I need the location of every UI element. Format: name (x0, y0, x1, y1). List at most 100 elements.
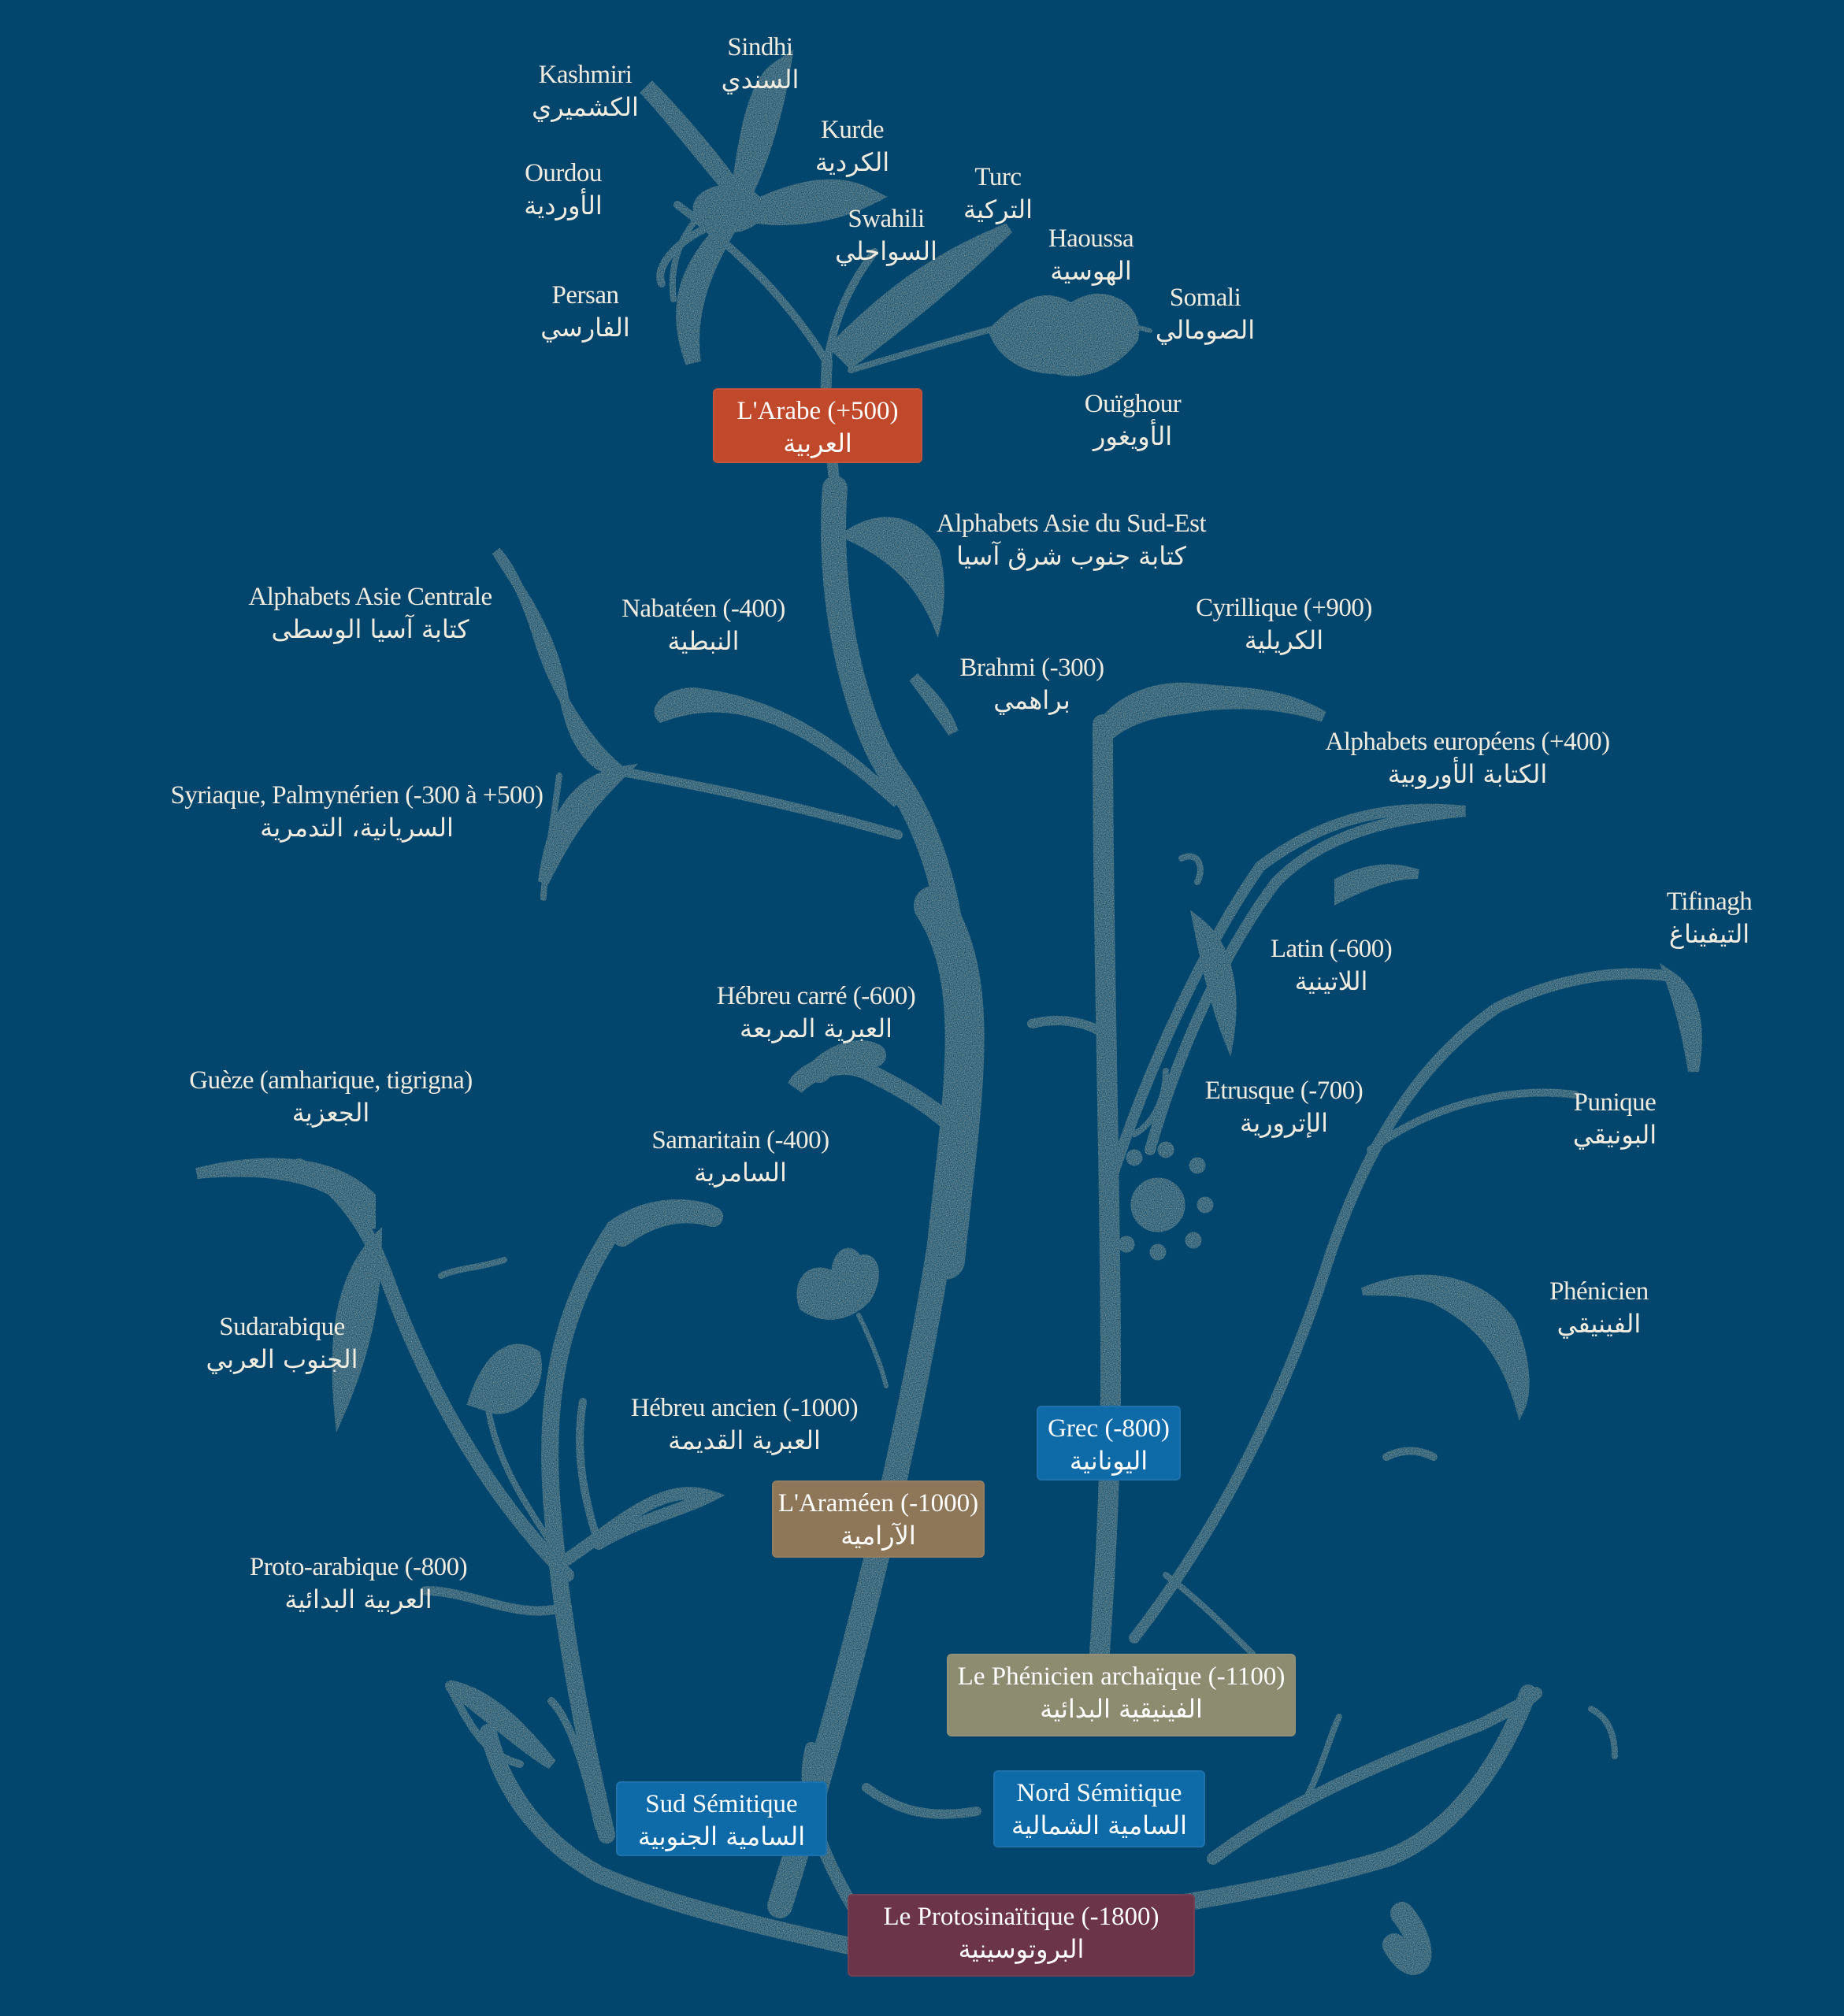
label-hebreu-ancien-ar: العبرية القديمة (668, 1425, 821, 1456)
label-tifinagh-ar: التيفيناغ (1668, 919, 1750, 950)
label-brahmi-fr: Brahmi (-300) (959, 654, 1104, 682)
south-semitic-box-ar: السامية الجنوبية (637, 1821, 806, 1852)
aramaic-box-ar: الآرامية (840, 1521, 916, 1551)
label-sindhi: Sindhi السندي (722, 32, 800, 95)
label-kurde-fr: Kurde (821, 116, 884, 144)
north-semitic-box-fr: Nord Sémitique (1016, 1779, 1182, 1807)
label-ouighour-ar: الأويغور (1093, 421, 1173, 452)
label-punique-ar: البونيقي (1572, 1120, 1657, 1151)
label-kashmiri-fr: Kashmiri (538, 61, 633, 89)
label-ourdou-fr: Ourdou (525, 159, 602, 187)
label-punique: Punique البونيقي (1573, 1087, 1657, 1151)
aramaic-box: L'Araméen (-1000) الآرامية (772, 1480, 985, 1558)
label-sudarabique: Sudarabique الجنوب العربي (206, 1311, 358, 1375)
label-swahili-fr: Swahili (848, 205, 925, 233)
archaic-phoenician-box: Le Phénicien archaïque (-1100) الفينيقية… (947, 1654, 1296, 1736)
label-samaritain-fr: Samaritain (-400) (651, 1126, 829, 1154)
label-turc-ar: التركية (963, 195, 1033, 225)
label-turc-fr: Turc (974, 163, 1022, 191)
label-hebreu-carre-ar: العبرية المربعة (740, 1014, 892, 1044)
arabic-box: L'Arabe (+500) العربية (713, 388, 922, 463)
label-syriaque: Syriaque, Palmynérien (-300 à +500) السر… (170, 780, 544, 843)
protosinaitic-box-ar: البروتوسينية (958, 1934, 1085, 1965)
label-latin: Latin (-600) اللاتينية (1270, 933, 1393, 997)
label-persan-fr: Persan (551, 281, 619, 309)
label-ourdou: Ourdou الأوردية (524, 158, 603, 221)
label-etrusque-ar: الإترورية (1240, 1108, 1328, 1139)
greek-box-ar: اليونانية (1069, 1446, 1148, 1477)
label-phenicien: Phénicien الفينيقي (1549, 1276, 1649, 1340)
north-semitic-box-ar: السامية الشمالية (1011, 1810, 1188, 1841)
label-kurde-ar: الكردية (814, 147, 890, 178)
label-brahmi: Brahmi (-300) براهمي (959, 652, 1104, 716)
label-phenicien-fr: Phénicien (1549, 1277, 1649, 1306)
label-asie-centrale-ar: كتابة آسيا الوسطى (271, 614, 469, 645)
label-nabateen-ar: النبطية (667, 626, 740, 657)
label-asie-centrale: Alphabets Asie Centrale كتابة آسيا الوسط… (248, 581, 492, 645)
label-asie-sud-est-ar: كتابة جنوب شرق آسيا (956, 541, 1186, 572)
label-asie-sud-est: Alphabets Asie du Sud-Est كتابة جنوب شرق… (936, 508, 1207, 572)
label-europeens-fr: Alphabets européens (+400) (1325, 728, 1610, 756)
aramaic-box-fr: L'Araméen (-1000) (777, 1489, 979, 1518)
label-haoussa-ar: الهوسية (1050, 256, 1132, 287)
label-europeens: Alphabets européens (+400) الكتابة الأور… (1325, 726, 1610, 790)
label-proto-arabique-fr: Proto-arabique (-800) (249, 1553, 468, 1581)
label-phenicien-ar: الفينيقي (1556, 1309, 1642, 1340)
label-kashmiri: Kashmiri الكشميري (532, 59, 639, 123)
label-ouighour: Ouïghour الأويغور (1085, 388, 1182, 452)
archaic-phoenician-box-ar: الفينيقية البدائية (1040, 1694, 1203, 1725)
greek-box: Grec (-800) اليونانية (1037, 1406, 1181, 1480)
label-brahmi-ar: براهمي (993, 685, 1070, 716)
label-hebreu-carre: Hébreu carré (-600) العبرية المربعة (717, 980, 916, 1044)
label-nabateen-fr: Nabatéen (-400) (621, 595, 785, 623)
label-syriaque-ar: السريانية، التدمرية (260, 813, 454, 843)
label-kashmiri-ar: الكشميري (532, 92, 639, 123)
label-hebreu-carre-fr: Hébreu carré (-600) (716, 982, 916, 1010)
label-swahili: Swahili السواحلي (835, 203, 937, 267)
label-europeens-ar: الكتابة الأوروبية (1387, 759, 1548, 790)
label-kurde: Kurde الكردية (814, 114, 890, 178)
archaic-phoenician-box-fr: Le Phénicien archaïque (-1100) (957, 1662, 1286, 1691)
arabic-box-fr: L'Arabe (+500) (736, 397, 899, 425)
label-syriaque-fr: Syriaque, Palmynérien (-300 à +500) (170, 781, 544, 810)
label-persan: Persan الفارسي (540, 280, 630, 343)
label-hebreu-ancien: Hébreu ancien (-1000) العبرية القديمة (630, 1392, 859, 1456)
label-etrusque-fr: Etrusque (-700) (1204, 1077, 1364, 1105)
label-somali-ar: الصومالي (1155, 315, 1256, 346)
label-sudarabique-fr: Sudarabique (219, 1313, 345, 1341)
label-gueze: Guèze (amharique, tigrigna) الجعزية (189, 1065, 473, 1128)
protosinaitic-box: Le Protosinaïtique (-1800) البروتوسينية (848, 1894, 1195, 1977)
south-semitic-box-fr: Sud Sémitique (645, 1790, 798, 1818)
protosinaitic-box-fr: Le Protosinaïtique (-1800) (883, 1903, 1159, 1931)
label-samaritain-ar: السامرية (694, 1158, 787, 1188)
label-somali: Somali الصومالي (1155, 282, 1256, 346)
label-samaritain: Samaritain (-400) السامرية (651, 1125, 829, 1188)
label-proto-arabique-ar: العربية البدائية (284, 1584, 432, 1615)
label-ourdou-ar: الأوردية (524, 191, 603, 221)
label-gueze-fr: Guèze (amharique, tigrigna) (189, 1066, 473, 1095)
label-latin-fr: Latin (-600) (1270, 935, 1393, 963)
north-semitic-box: Nord Sémitique السامية الشمالية (993, 1770, 1205, 1847)
label-nabateen: Nabatéen (-400) النبطية (621, 593, 785, 657)
label-tifinagh-fr: Tifinagh (1666, 888, 1753, 916)
label-persan-ar: الفارسي (540, 313, 630, 343)
label-ouighour-fr: Ouïghour (1084, 390, 1182, 418)
label-asie-sud-est-fr: Alphabets Asie du Sud-Est (936, 510, 1207, 538)
label-asie-centrale-fr: Alphabets Asie Centrale (248, 583, 492, 611)
label-gueze-ar: الجعزية (291, 1098, 370, 1128)
label-haoussa-fr: Haoussa (1048, 224, 1134, 253)
label-sudarabique-ar: الجنوب العربي (206, 1344, 358, 1375)
label-etrusque: Etrusque (-700) الإترورية (1205, 1075, 1364, 1139)
south-semitic-box: Sud Sémitique السامية الجنوبية (616, 1781, 827, 1856)
label-latin-ar: اللاتينية (1294, 966, 1368, 997)
label-cyrillique-fr: Cyrillique (+900) (1196, 594, 1372, 622)
label-sindhi-ar: السندي (721, 65, 800, 95)
label-swahili-ar: السواحلي (835, 236, 937, 267)
label-sindhi-fr: Sindhi (727, 33, 793, 61)
label-punique-fr: Punique (1573, 1088, 1657, 1117)
label-tifinagh: Tifinagh التيفيناغ (1666, 886, 1753, 950)
label-hebreu-ancien-fr: Hébreu ancien (-1000) (630, 1394, 859, 1422)
label-turc: Turc التركية (963, 161, 1033, 225)
